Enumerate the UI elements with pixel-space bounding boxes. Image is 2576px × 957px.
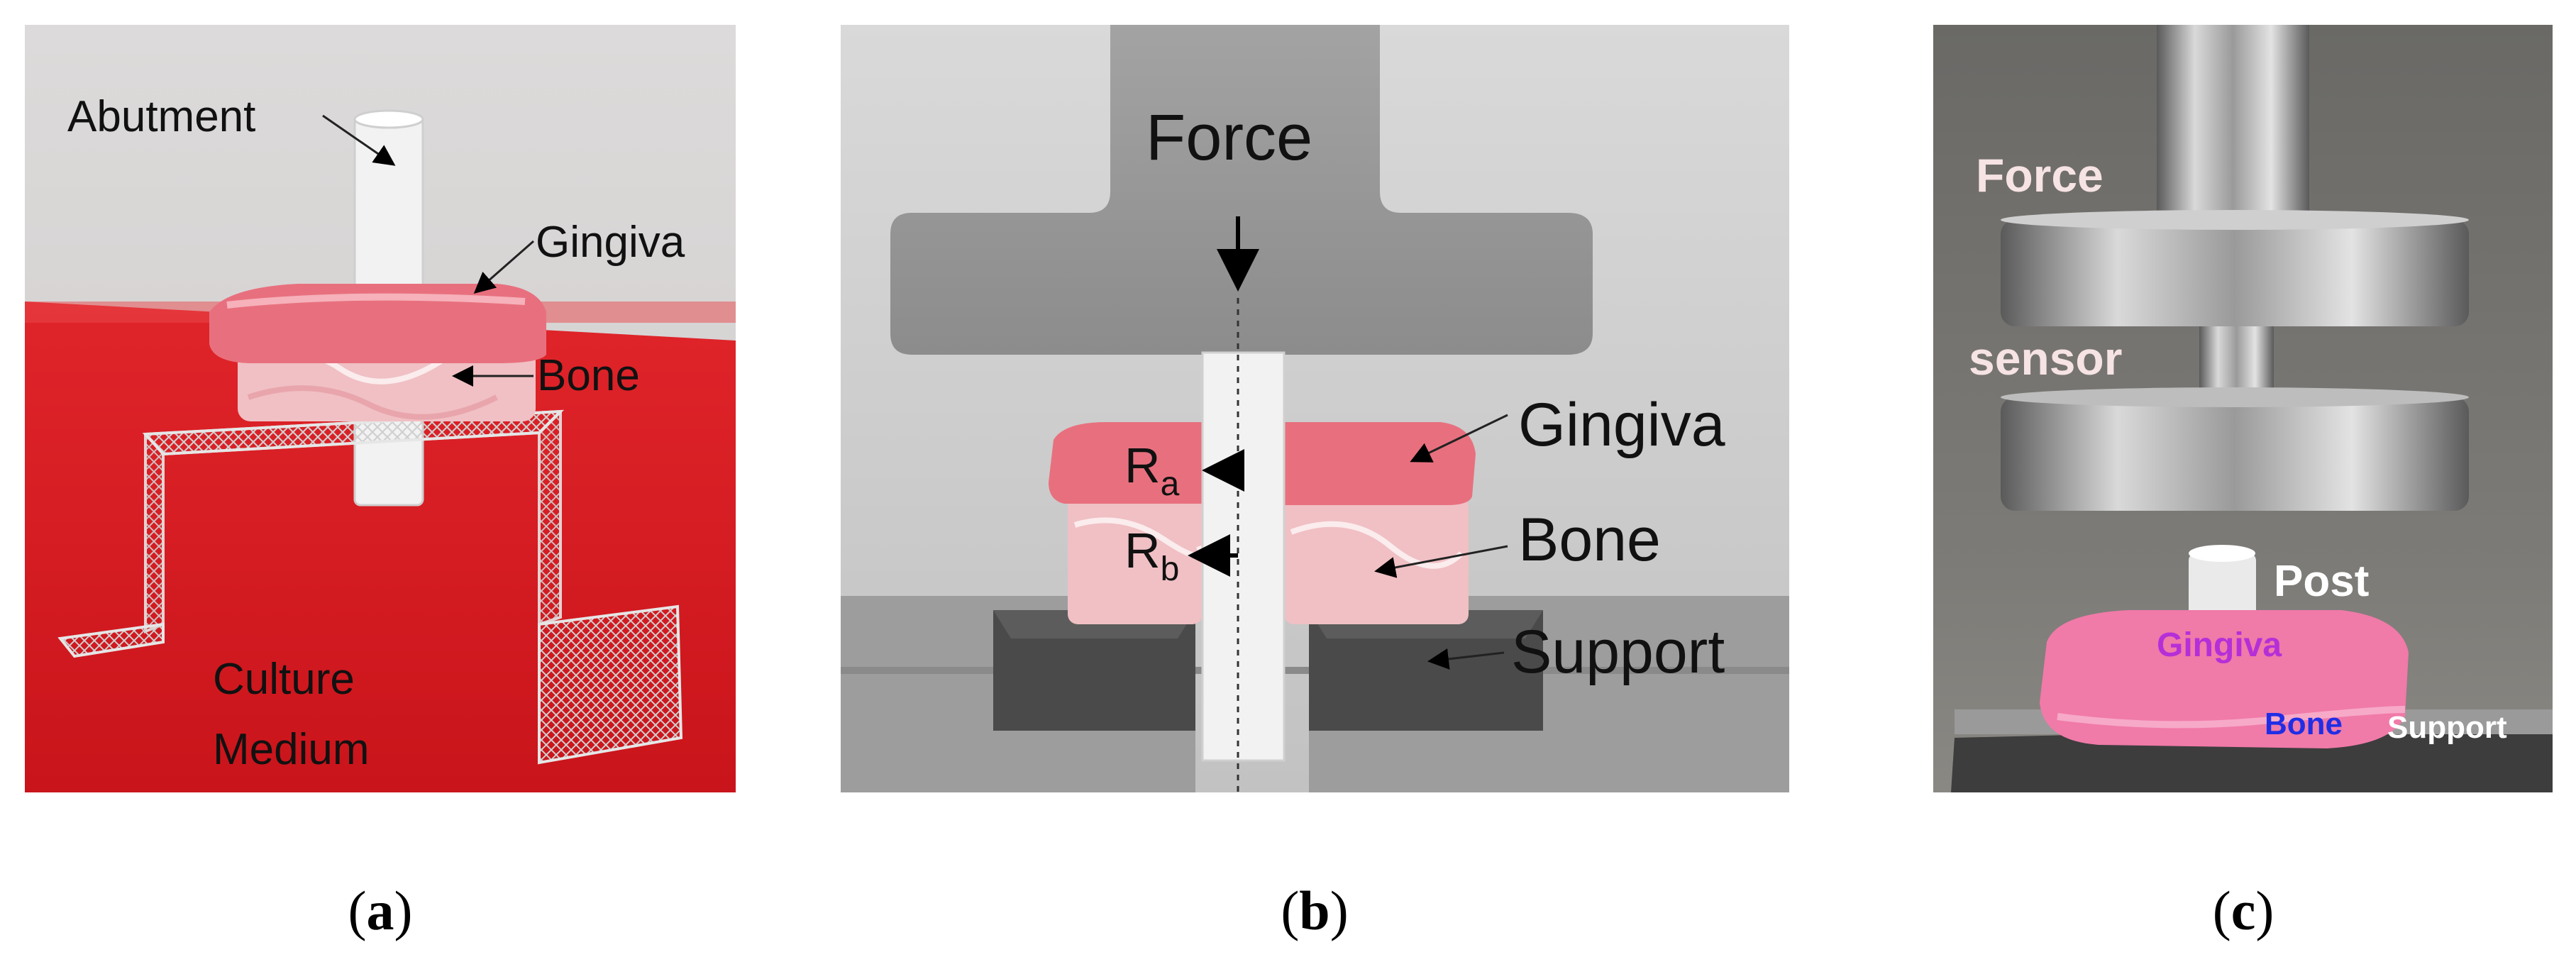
spindle-top [2157,25,2309,238]
label-support-c: Support [2387,710,2507,745]
bone-right [1284,497,1469,624]
label-bone-c: Bone [2265,707,2343,741]
sensor-disk-upper [2001,220,2469,326]
label-ra: Ra [1124,438,1180,503]
label-rb: Rb [1124,523,1179,588]
label-abutment: Abutment [67,92,255,141]
label-force-c: Force [1976,149,2104,201]
press-head [890,25,1593,355]
gingiva-left [1049,422,1203,504]
label-gingiva: Gingiva [536,218,685,267]
label-sensor-c: sensor [1969,332,2122,385]
bone-left [1068,497,1203,624]
mesh-support [57,409,683,765]
panel-c: Force sensor Post Gingiva Bone Support [1933,25,2553,792]
label-support-b: Support [1511,618,1725,686]
panel-a: Abutment Gingiva Bone Culture Medium [25,25,736,792]
label-bone-b: Bone [1518,506,1661,574]
label-gingiva-b: Gingiva [1518,391,1725,459]
label-post-c: Post [2274,557,2369,606]
label-culture: Culture [213,655,355,704]
caption-a: (a) [348,880,413,941]
caption-c: (c) [2213,880,2274,941]
gingiva-right [1284,422,1476,505]
caption-b: (b) [1281,880,1348,941]
label-gingiva-c: Gingiva [2157,626,2282,664]
gingiva-layer [209,284,546,363]
label-bone: Bone [537,351,640,400]
label-medium: Medium [213,725,370,774]
panel-b: Force Ra Rb Gingiva Bone Support [841,25,1789,792]
label-force-b: Force [1146,101,1312,174]
sensor-disk-lower [2001,397,2469,511]
